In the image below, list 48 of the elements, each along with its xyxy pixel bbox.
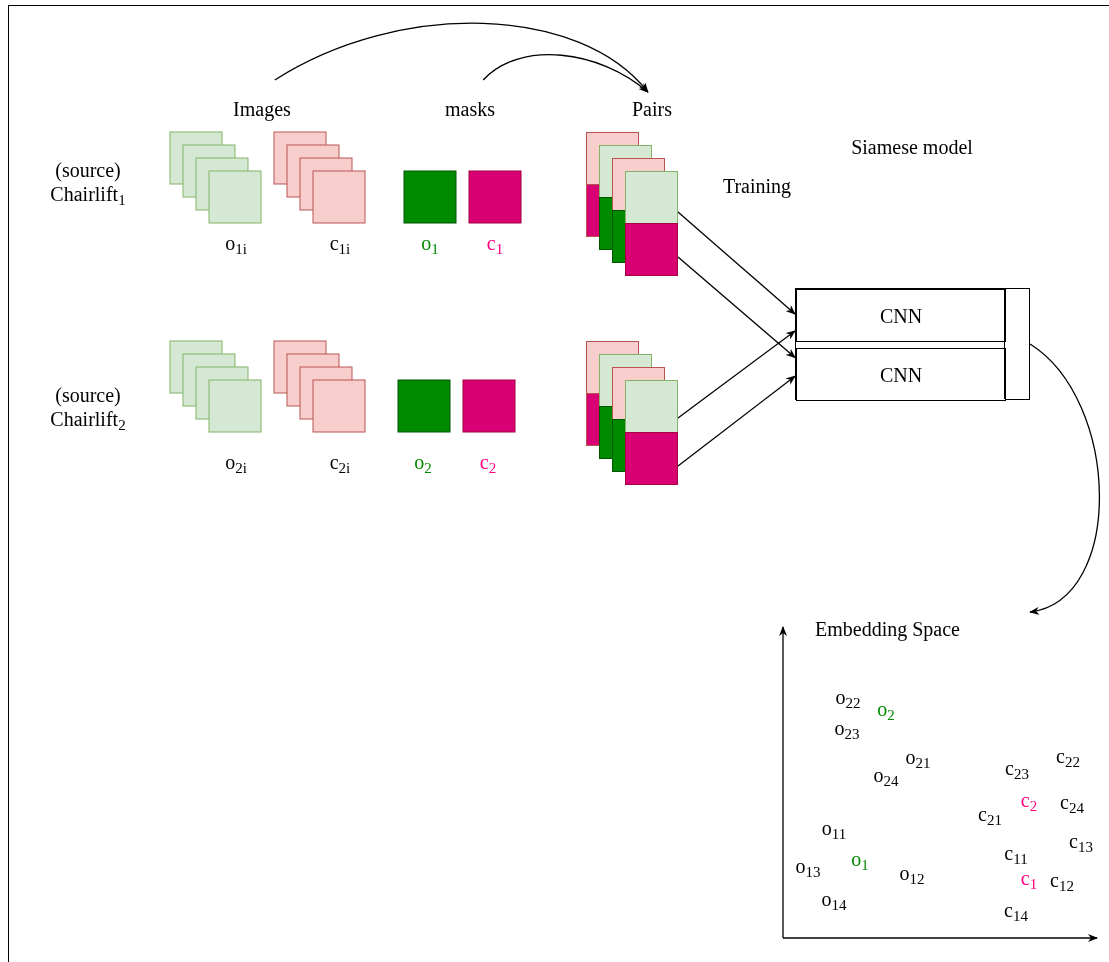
text-label: o$_{21}$ — [904, 745, 932, 769]
text-label: c$_{1i}$ — [328, 231, 352, 255]
text-label: c$_{12}$ — [1049, 868, 1075, 892]
text-label: o$_{23}$ — [833, 716, 861, 740]
text-label: o$_{2}$ — [876, 697, 896, 721]
text-label: c$_{24}$ — [1059, 790, 1085, 814]
arrow — [482, 54, 649, 93]
text-label: o$_{1i}$ — [224, 231, 248, 255]
heading: masks — [445, 97, 495, 122]
text-label: c$_{1}$ — [1019, 866, 1039, 890]
text-label: c$_{11}$ — [1003, 841, 1029, 865]
text-label: c$_{2}$ — [478, 450, 498, 474]
text-label: c$_{13}$ — [1068, 829, 1094, 853]
text-label: c$_{22}$ — [1055, 744, 1081, 768]
text-label: o$_{24}$ — [872, 763, 900, 787]
heading: Images — [233, 97, 291, 122]
text-label: c$_{2}$ — [1019, 788, 1039, 812]
text-label: o$_{12}$ — [898, 861, 926, 885]
text-label: o$_{1}$ — [850, 847, 870, 871]
text-label: c$_{14}$ — [1003, 898, 1029, 922]
image-pair-stack — [586, 341, 678, 485]
arrow — [677, 211, 796, 315]
arrow — [274, 22, 649, 93]
arrow — [677, 375, 796, 467]
model-block — [795, 288, 1030, 400]
text-label: (source) Chairlift$_{1}$ — [49, 158, 127, 206]
text-label: o$_{22}$ — [834, 685, 862, 709]
text-label: c$_{2i}$ — [328, 450, 352, 474]
text-label: Training — [721, 174, 793, 198]
text-label: o$_{1}$ — [420, 231, 440, 255]
text-label: o$_{2}$ — [413, 450, 433, 474]
text-label: o$_{14}$ — [820, 887, 848, 911]
arrow — [1029, 343, 1101, 614]
text-label: c$_{21}$ — [977, 802, 1003, 826]
text-label: o$_{2i}$ — [224, 450, 248, 474]
text-label: c$_{1}$ — [485, 231, 505, 255]
plot-title: Embedding Space — [815, 617, 960, 642]
text-label: o$_{13}$ — [794, 854, 822, 878]
text-label: o$_{11}$ — [820, 816, 848, 840]
arrow — [677, 256, 796, 359]
text-label: Siamese model — [850, 135, 974, 159]
network-box: CNN — [796, 289, 1006, 342]
image-pair-stack — [586, 132, 678, 276]
network-box: CNN — [796, 348, 1006, 401]
arrow — [677, 330, 796, 419]
text-label: (source) Chairlift$_{2}$ — [49, 383, 127, 431]
text-label: c$_{23}$ — [1004, 756, 1030, 780]
heading: Pairs — [632, 97, 672, 122]
